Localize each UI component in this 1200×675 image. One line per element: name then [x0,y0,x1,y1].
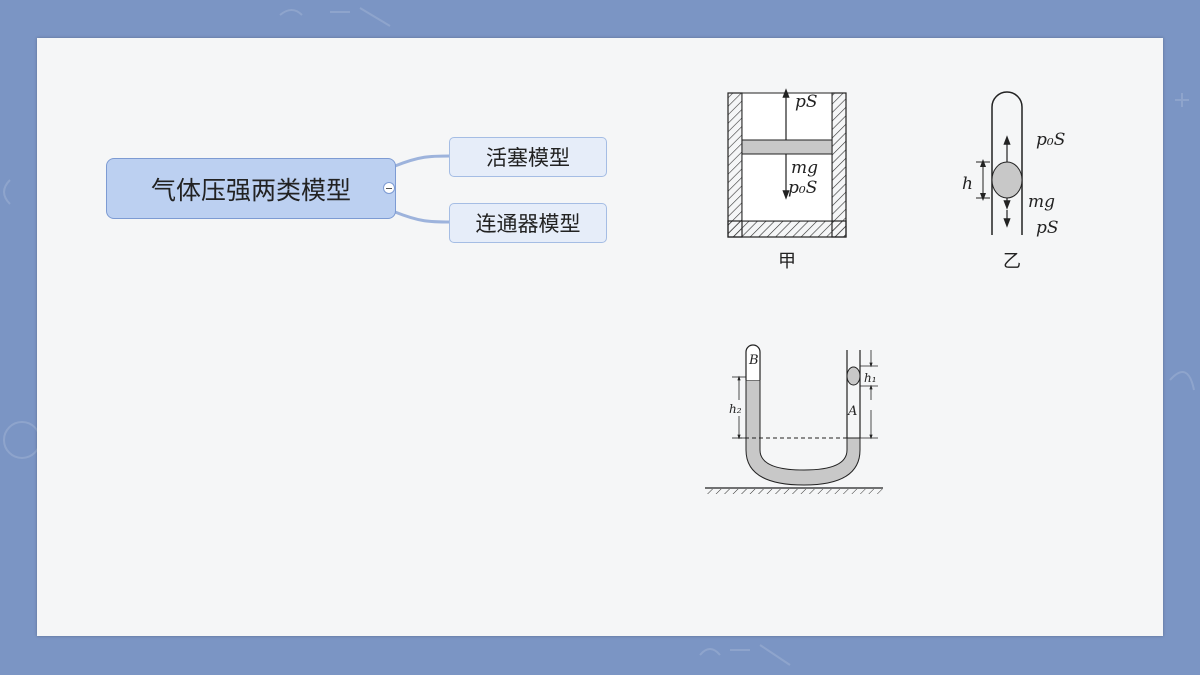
label-mg: mg [791,158,818,178]
label-A: A [847,404,857,419]
caption-yi: 乙 [1003,251,1021,272]
u-tube-fluid [745,379,861,486]
collapse-toggle-icon[interactable] [383,182,395,194]
connector-top [394,154,451,168]
label-p0S: p₀S [788,178,817,198]
mindmap-root-label: 气体压强两类模型 [150,175,351,205]
label-h2: h₂ [729,402,742,416]
mindmap-child-label: 连通器模型 [475,212,581,236]
piston [741,139,833,155]
figure-jia-piston: pS mg p₀S 甲 [727,88,847,272]
mindmap-child-piston[interactable]: 活塞模型 [449,137,607,177]
label-p0S: p₀S [1036,130,1065,150]
right-limb-drop [846,366,861,386]
caption-jia: 甲 [778,251,796,272]
label-h1: h₁ [864,371,877,385]
liquid-column [991,161,1023,199]
cylinder-bottom [727,220,847,238]
label-mg: mg [1028,192,1055,212]
figure-u-tube: h₂ h₁ B A [705,344,883,494]
label-pS: pS [1036,218,1059,238]
tube-outline [991,91,1023,235]
connector-bottom [394,210,451,224]
mindmap-child-connector-vessel[interactable]: 连通器模型 [449,203,607,243]
label-pS: pS [795,92,818,112]
label-h: h [962,174,973,194]
mindmap-child-label: 活塞模型 [486,146,570,170]
cylinder-right-wall [831,92,847,238]
mindmap-root-topic[interactable]: 气体压强两类模型 [106,158,396,219]
figure-yi-tube: h p₀S mg pS 乙 [962,91,1065,272]
cylinder-left-wall [727,92,743,238]
label-B: B [748,353,759,368]
